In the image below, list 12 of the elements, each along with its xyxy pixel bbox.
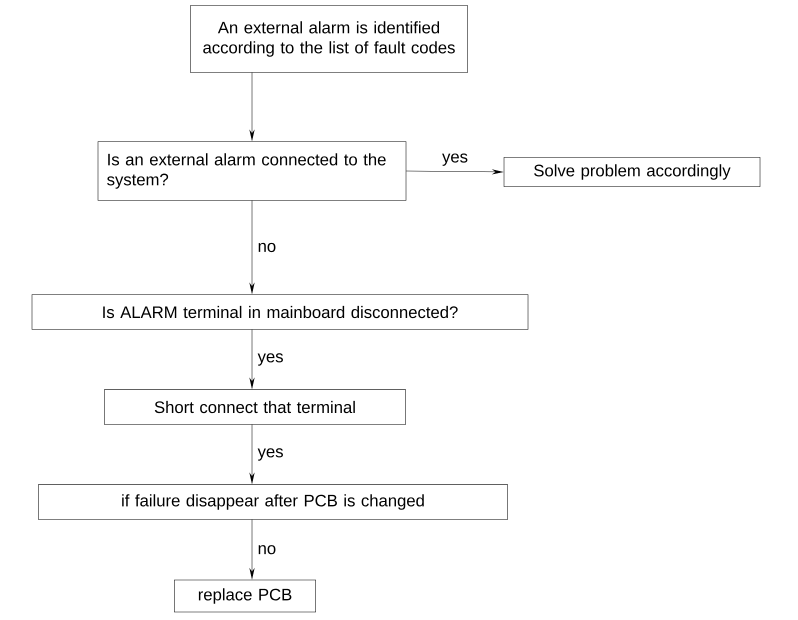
process-box: Short connect that terminal (104, 389, 406, 425)
edge-label: yes (442, 153, 468, 166)
edge-label: yes (258, 448, 283, 461)
process-box: Solve problem accordingly (504, 157, 760, 187)
process-box: if failure disappear after PCB is changed (38, 484, 508, 520)
edge-label: no (258, 242, 276, 252)
process-box: Is an external alarm connected to the system? (98, 141, 406, 201)
edge-label: yes (258, 353, 283, 366)
process-box: An external alarm is identified according to the list of fault codes (190, 5, 468, 73)
process-box: replace PCB (174, 580, 316, 612)
edge-label: no (258, 545, 276, 554)
process-box: Is ALARM terminal in mainboard disconnected? (32, 294, 528, 330)
